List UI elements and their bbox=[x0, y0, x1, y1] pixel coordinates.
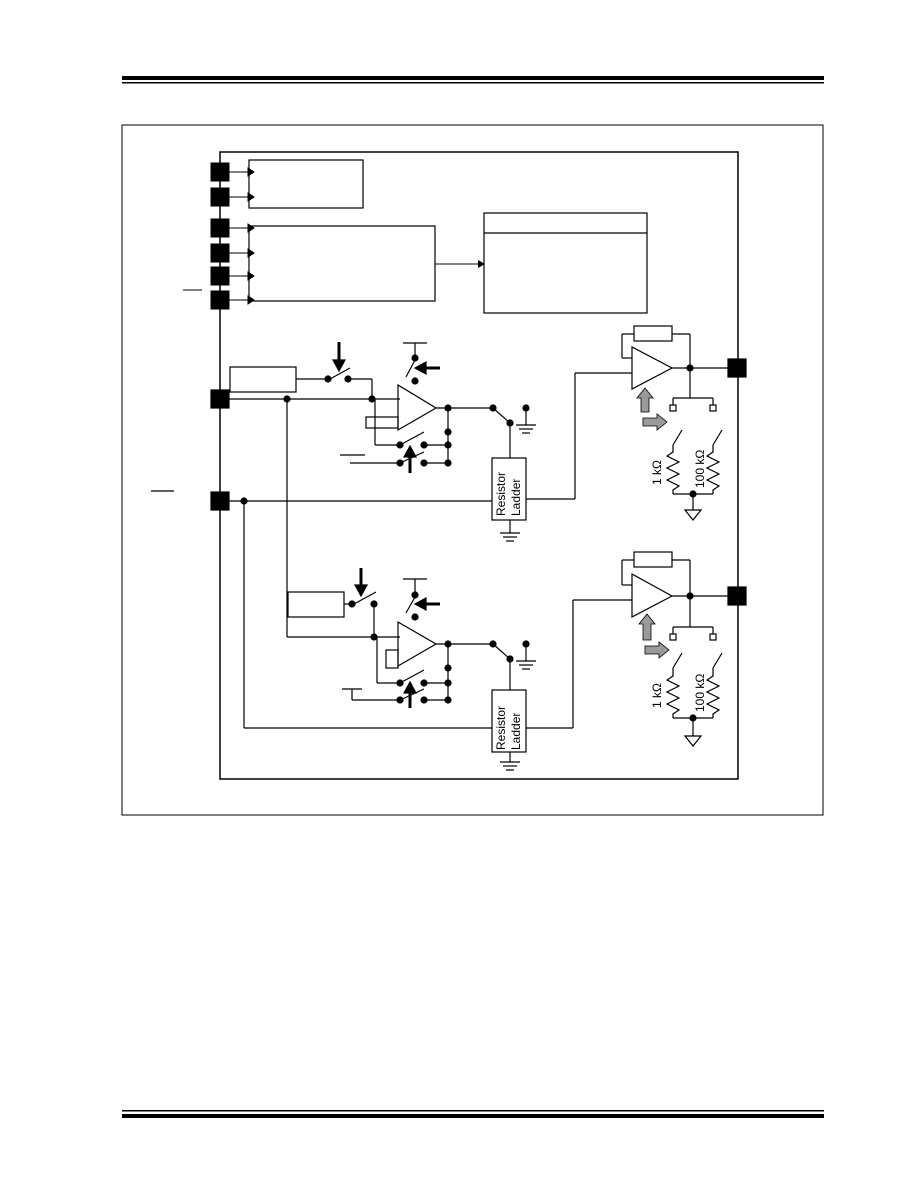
channel-1 bbox=[151, 325, 747, 728]
logic-block-small bbox=[248, 159, 364, 209]
resistor-label-1k-2: 1 kΩ bbox=[650, 683, 664, 708]
svg-text:Ladder: Ladder bbox=[509, 479, 523, 516]
header-rule bbox=[122, 76, 824, 84]
resistor-label-100k-2: 100 kΩ bbox=[693, 674, 707, 712]
footer-rule bbox=[122, 1110, 824, 1118]
register-block bbox=[483, 212, 648, 314]
ladder-label-2: Resistor Ladder bbox=[494, 706, 523, 750]
channel-2 bbox=[244, 551, 747, 771]
input-pins bbox=[183, 162, 255, 310]
svg-text:Resistor: Resistor bbox=[494, 706, 508, 750]
logic-block-large bbox=[248, 225, 436, 302]
device-outline bbox=[219, 151, 739, 780]
resistor-label-1k-1: 1 kΩ bbox=[650, 460, 664, 485]
gray-arrows-2 bbox=[638, 613, 670, 659]
resistor-label-100k-1: 100 kΩ bbox=[693, 450, 707, 488]
gray-arrows-1 bbox=[636, 387, 668, 431]
svg-text:Ladder: Ladder bbox=[509, 713, 523, 750]
figure-frame bbox=[121, 124, 824, 816]
ladder-label-1: Resistor Ladder bbox=[494, 472, 523, 516]
svg-text:Resistor: Resistor bbox=[494, 472, 508, 516]
